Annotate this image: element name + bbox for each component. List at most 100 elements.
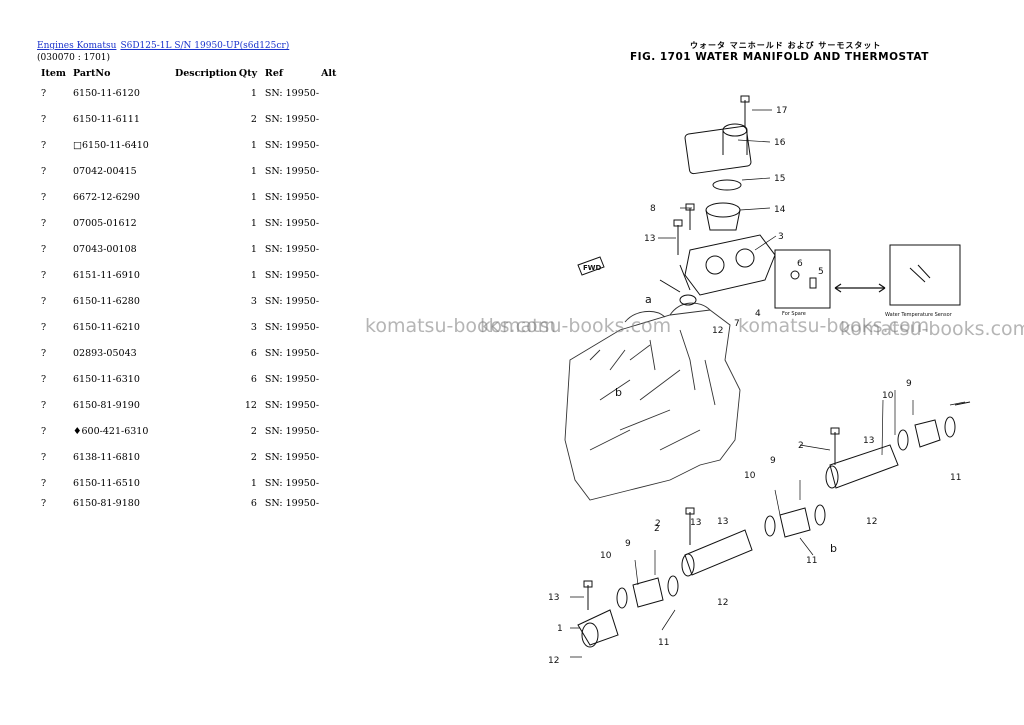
cell-item: ?	[41, 425, 47, 437]
cell-qty: 3	[250, 321, 257, 333]
callout-13-low2: 13	[690, 518, 701, 528]
cell-alt	[319, 444, 351, 470]
cell-alt	[319, 132, 351, 158]
cell-partno: 02893-05043	[73, 347, 137, 359]
cell-partno: 6150-11-6310	[73, 373, 140, 385]
callout-13: 13	[644, 234, 655, 244]
header-description: Description	[175, 67, 237, 79]
sleeves-and-seals	[616, 416, 956, 609]
cell-ref: SN: 19950-	[264, 497, 320, 509]
cell-item: ?	[41, 497, 47, 509]
cell-partno: 6150-11-6280	[73, 295, 140, 307]
callout-12-mid: 12	[866, 517, 877, 527]
cell-description	[173, 418, 237, 444]
cell-description	[173, 392, 237, 418]
cell-alt	[319, 184, 351, 210]
header-qty: Qty	[238, 67, 258, 79]
cell-qty: 2	[250, 451, 257, 463]
callout-2-mid: 2	[654, 524, 660, 534]
callout-b-left: b	[615, 386, 622, 399]
callout-11-mid: 11	[806, 556, 817, 566]
table-header-row: Item PartNo Description Qty Ref Alt	[35, 66, 351, 80]
cell-item: ?	[41, 347, 47, 359]
cell-item: ?	[41, 243, 47, 255]
cell-ref: SN: 19950-	[264, 139, 320, 151]
arrow-a-right	[954, 401, 971, 406]
cell-partno: □6150-11-6410	[73, 139, 149, 151]
cell-qty: 1	[250, 217, 257, 229]
callout-6: 6	[797, 259, 803, 269]
sensor-caption: Water Temperature Sensor	[885, 312, 953, 318]
cell-ref: SN: 19950-	[264, 165, 320, 177]
cell-qty: 1	[250, 191, 257, 203]
cell-description	[173, 288, 237, 314]
cell-description	[173, 80, 237, 106]
bolts	[583, 95, 840, 610]
header-item: Item	[41, 67, 66, 79]
cell-ref: SN: 19950-	[264, 269, 320, 281]
cell-alt	[319, 288, 351, 314]
breadcrumb-link-engines[interactable]: Engines Komatsu	[37, 41, 117, 51]
cell-alt	[319, 210, 351, 236]
callout-17: 17	[776, 106, 787, 116]
callout-15: 15	[774, 174, 785, 184]
cell-qty: 1	[250, 165, 257, 177]
watermark-2: komatsu-books.com	[480, 315, 672, 337]
leader-lines	[570, 109, 966, 658]
callout-11-low: 11	[658, 638, 669, 648]
cell-alt	[319, 80, 351, 106]
watermark-3: komatsu-books.com	[738, 315, 930, 337]
cell-description	[173, 210, 237, 236]
callout-1: 1	[557, 624, 563, 634]
cell-ref: SN: 19950-	[264, 87, 320, 99]
cell-ref: SN: 19950-	[264, 451, 320, 463]
cell-ref: SN: 19950-	[264, 373, 320, 385]
cell-alt	[319, 392, 351, 418]
thermostat-housing	[659, 123, 776, 306]
callout-7: 7	[734, 319, 740, 329]
cell-description	[173, 184, 237, 210]
cell-qty: 1	[250, 243, 257, 255]
callout-numbers: 17 16 15 14 8 13 3 6 5 a 12 7 4 b 9 10 2…	[548, 106, 961, 666]
cell-item: ?	[41, 217, 47, 229]
cell-ref: SN: 19950-	[264, 399, 320, 411]
spare-caption: For Spare	[782, 311, 806, 317]
breadcrumb-link-model[interactable]: S6D125-1L S/N 19950-UP(s6d125cr)	[120, 41, 290, 51]
exploded-parts-diagram: FWD For Spare Water Temperature Sensor 1…	[548, 95, 971, 666]
cell-description	[173, 106, 237, 132]
cell-item: ?	[41, 191, 47, 203]
header-alt: Alt	[321, 67, 337, 79]
cell-description	[173, 366, 237, 392]
inset-spare-box	[774, 249, 831, 309]
cell-partno: ♦600-421-6310	[73, 425, 149, 437]
cell-item: ?	[41, 451, 47, 463]
cell-item: ?	[41, 269, 47, 281]
cell-item: ?	[41, 87, 47, 99]
callout-13-left: 13	[548, 593, 559, 603]
cell-alt	[319, 366, 351, 392]
callout-10-low: 10	[600, 551, 612, 561]
cell-partno: 6150-11-6210	[73, 321, 140, 333]
callout-13-mid: 13	[717, 517, 728, 527]
manifold-pipes	[577, 444, 899, 648]
cell-partno: 6150-11-6120	[73, 87, 140, 99]
header-ref: Ref	[264, 67, 283, 79]
cell-qty: 3	[250, 295, 257, 307]
cell-alt	[319, 158, 351, 184]
callout-12-low: 12	[717, 598, 728, 608]
